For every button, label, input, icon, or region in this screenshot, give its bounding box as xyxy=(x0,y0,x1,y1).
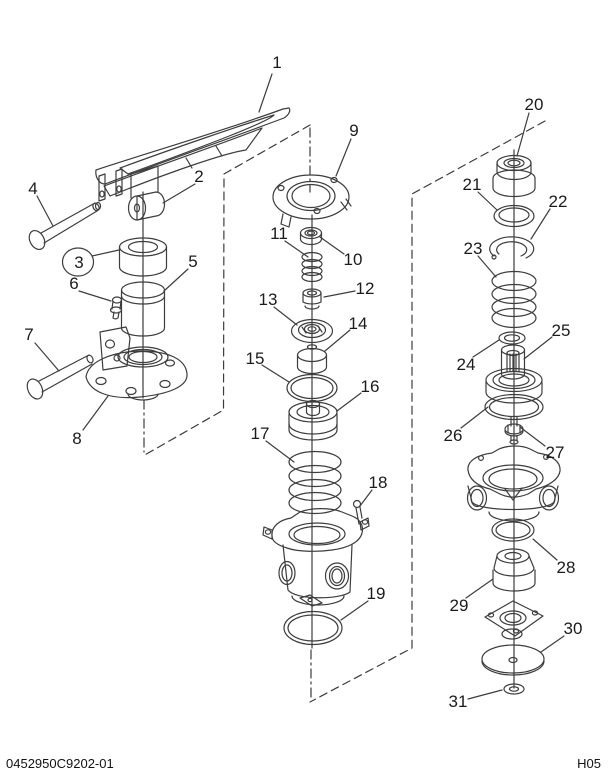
stem-part-27 xyxy=(504,416,524,445)
callout-9: 9 xyxy=(349,121,358,140)
callout-29: 29 xyxy=(450,596,469,615)
disc-part-30 xyxy=(481,644,545,676)
roller-part-2 xyxy=(127,191,166,221)
spring-part-23 xyxy=(491,270,537,329)
callout-15: 15 xyxy=(246,349,265,368)
base-bracket-part-8 xyxy=(85,326,188,401)
page-code: H05 xyxy=(577,756,601,771)
pin-part-4 xyxy=(28,202,100,251)
pin-part-7 xyxy=(26,354,94,400)
highlight-ring xyxy=(61,247,95,277)
callout-5: 5 xyxy=(188,252,197,271)
o-ring-part-28 xyxy=(491,518,535,542)
callout-22: 22 xyxy=(549,192,568,211)
callout-3: 3 xyxy=(74,253,83,272)
callout-16: 16 xyxy=(361,377,380,396)
callout-23: 23 xyxy=(464,239,483,258)
callout-19: 19 xyxy=(367,584,386,603)
document-code: 0452950C9202-01 xyxy=(6,756,114,771)
callout-12: 12 xyxy=(356,279,375,298)
bushing-part-12 xyxy=(302,288,322,310)
callout-13: 13 xyxy=(259,290,278,309)
disc-part-26 xyxy=(484,367,544,421)
callout-24: 24 xyxy=(457,355,476,374)
piston-part-29 xyxy=(492,548,536,592)
callout-labels: 1 2 3 4 5 6 7 8 9 10 11 12 13 14 15 16 1… xyxy=(24,53,582,711)
retainer-part-10 xyxy=(299,226,323,246)
spring-part-17 xyxy=(288,450,342,515)
washer-part-21 xyxy=(493,204,535,228)
callout-18: 18 xyxy=(369,473,388,492)
callout-17: 17 xyxy=(251,424,270,443)
callout-10: 10 xyxy=(344,250,363,269)
clip-part-18 xyxy=(352,499,363,525)
callout-27: 27 xyxy=(546,443,565,462)
callout-20: 20 xyxy=(525,95,544,114)
spring-part-11 xyxy=(301,251,323,283)
callout-21: 21 xyxy=(463,175,482,194)
cup-part-14 xyxy=(296,344,328,375)
seal-washer-part-13 xyxy=(290,318,334,344)
o-ring-part-19 xyxy=(283,610,343,646)
valve-body-middle xyxy=(262,508,370,607)
callout-7: 7 xyxy=(24,325,33,344)
mount-plate-part-9 xyxy=(272,174,352,228)
pedal-hinge-bracket xyxy=(94,165,159,211)
piston-part-16 xyxy=(288,399,338,441)
washer-part-24 xyxy=(498,331,526,345)
callout-14: 14 xyxy=(349,314,368,333)
callout-11: 11 xyxy=(270,224,288,243)
callout-1: 1 xyxy=(272,53,281,72)
bushing-part-3 xyxy=(118,237,168,277)
snap-ring-part-22 xyxy=(489,236,535,260)
callout-4: 4 xyxy=(28,179,37,198)
washer-part-31 xyxy=(503,683,525,695)
callout-26: 26 xyxy=(444,426,463,445)
callout-6: 6 xyxy=(69,274,78,293)
callout-30: 30 xyxy=(564,619,583,638)
leader-lines xyxy=(34,73,565,700)
pedal-part-1 xyxy=(95,107,291,197)
callout-8: 8 xyxy=(72,429,81,448)
cap-part-20 xyxy=(492,154,536,198)
callout-31: 31 xyxy=(449,692,468,711)
callout-25: 25 xyxy=(552,321,571,340)
zone-boundaries xyxy=(142,120,546,703)
fitting-part-6 xyxy=(109,296,123,320)
diaphragm-plate xyxy=(484,600,544,640)
callout-28: 28 xyxy=(557,558,576,577)
callout-2: 2 xyxy=(194,167,203,186)
valve-body-right xyxy=(466,445,561,522)
